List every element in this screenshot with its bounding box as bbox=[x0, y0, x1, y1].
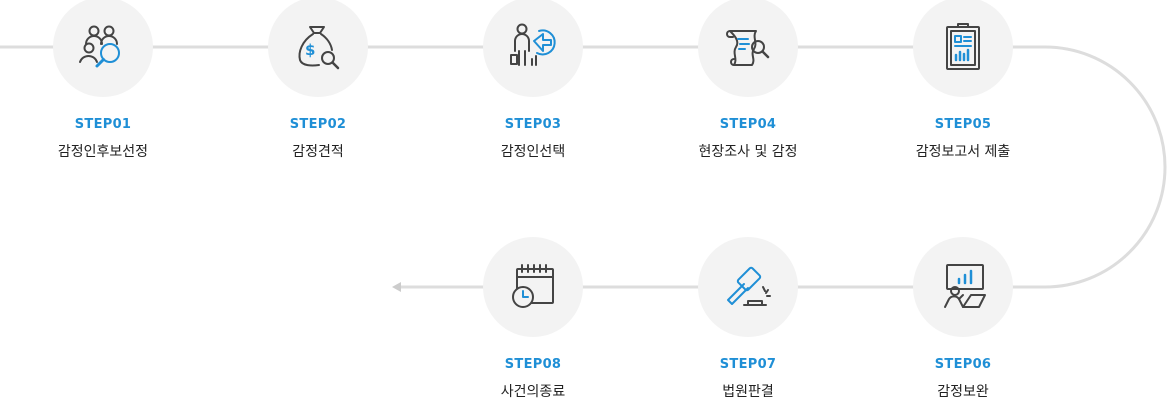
step-5-number: STEP05 bbox=[934, 117, 992, 132]
step-1-number: STEP01 bbox=[74, 117, 132, 132]
step-6-number: STEP06 bbox=[934, 357, 992, 372]
gavel-icon bbox=[727, 266, 771, 306]
money-bag-search-icon: $ bbox=[298, 26, 340, 70]
step-8-number: STEP08 bbox=[504, 357, 562, 372]
step-6-name: 감정보완 bbox=[937, 384, 989, 400]
step-7: STEP07 법원판결 bbox=[658, 237, 838, 401]
step-4: STEP04 현장조사 및 감정 bbox=[658, 0, 838, 161]
step-7-number: STEP07 bbox=[719, 357, 777, 372]
step-3-circle bbox=[483, 0, 583, 97]
step-5-name: 감정보고서 제출 bbox=[915, 144, 1011, 160]
step-8: STEP08 사건의종료 bbox=[443, 237, 623, 401]
calendar-clock-icon bbox=[512, 264, 554, 308]
step-1: STEP01 감정인후보선정 bbox=[13, 0, 193, 161]
clipboard-report-icon bbox=[946, 23, 980, 70]
step-4-number: STEP04 bbox=[719, 117, 777, 132]
step-5: STEP05 감정보고서 제출 bbox=[873, 0, 1053, 161]
step-2-number: STEP02 bbox=[289, 117, 347, 132]
step-1-name: 감정인후보선정 bbox=[57, 144, 149, 160]
step-3-number: STEP03 bbox=[504, 117, 562, 132]
step-7-circle bbox=[698, 237, 798, 337]
step-3-name: 감정인선택 bbox=[500, 144, 566, 160]
step-4-circle bbox=[698, 0, 798, 97]
end-arrow-icon bbox=[392, 282, 401, 292]
step-8-circle bbox=[483, 237, 583, 337]
scroll-search-icon bbox=[726, 30, 770, 66]
curve-connector-line bbox=[963, 45, 1167, 289]
step-8-name: 사건의종료 bbox=[500, 384, 566, 400]
step-6: STEP06 감정보완 bbox=[873, 237, 1053, 401]
person-select-arrow-icon bbox=[510, 23, 556, 66]
people-search-icon bbox=[79, 25, 120, 68]
presenter-chart-icon bbox=[944, 264, 986, 308]
step-5-circle bbox=[913, 0, 1013, 97]
step-6-circle bbox=[913, 237, 1013, 337]
svg-text:$: $ bbox=[305, 41, 315, 59]
step-3: STEP03 감정인선택 bbox=[443, 0, 623, 161]
step-1-circle bbox=[53, 0, 153, 97]
step-4-name: 현장조사 및 감정 bbox=[698, 144, 798, 160]
step-7-name: 법원판결 bbox=[722, 384, 774, 400]
step-2-circle: $ bbox=[268, 0, 368, 97]
step-2: $ STEP02 감정견적 bbox=[228, 0, 408, 161]
step-2-name: 감정견적 bbox=[292, 144, 344, 160]
